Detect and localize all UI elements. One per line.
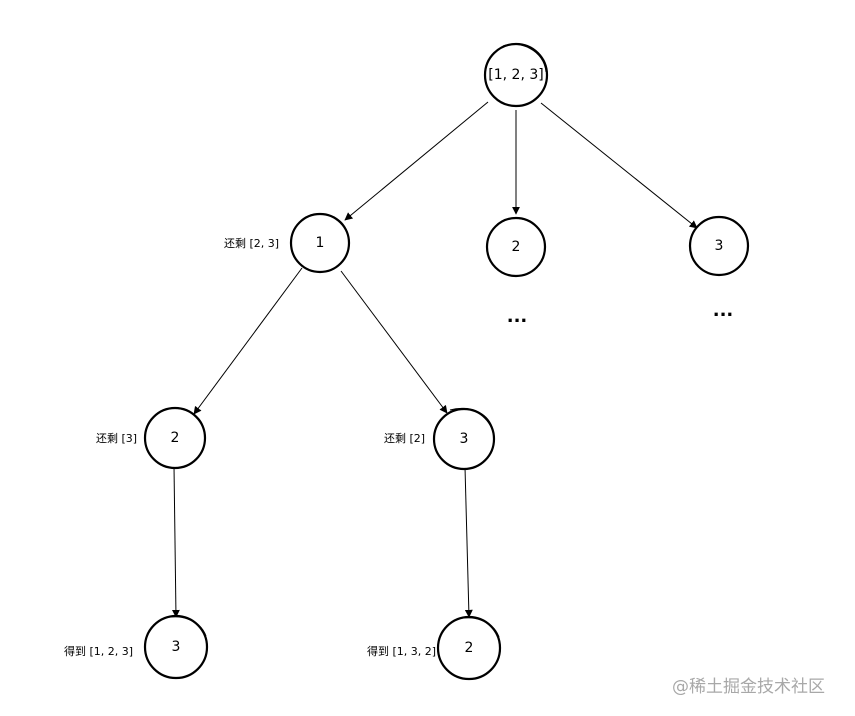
node-circle [432, 407, 496, 471]
node-label: 1 [316, 235, 325, 251]
tree-node-root: [1, 2, 3] [483, 42, 549, 108]
tree-node-level3-first: 3 [143, 614, 209, 680]
tree-node-level2-first: 2 [143, 406, 207, 470]
tree-node-level2-second: 3 [432, 407, 496, 471]
remaining-note-level1: 还剩 [2, 3] [224, 237, 279, 250]
edge-1-to-2 [193, 267, 303, 415]
node-label: 2 [171, 430, 180, 446]
node-sketch-stroke [309, 213, 348, 233]
tree-node-level3-second: 2 [436, 615, 502, 681]
node-sketch-stroke [454, 617, 500, 638]
node-label: [1, 2, 3] [488, 67, 543, 83]
node-label: 2 [512, 239, 521, 255]
node-sketch-stroke [502, 43, 547, 73]
watermark: @稀土掘金技术社区 [672, 677, 825, 697]
remaining-note-level2-second: 还剩 [2] [384, 432, 425, 445]
node-sketch-stroke [706, 216, 747, 236]
edge-root-to-1 [344, 101, 489, 221]
node-label: 3 [715, 238, 724, 254]
node-circle [143, 614, 209, 680]
node-sketch-stroke [162, 407, 204, 427]
edge-2-to-3 [171, 465, 180, 618]
node-sketch-stroke [449, 407, 493, 428]
node-label: 3 [460, 431, 469, 447]
result-note-first: 得到 [1, 2, 3] [64, 645, 133, 658]
edge-3-to-2 [464, 466, 473, 618]
edge-root-to-3 [540, 102, 698, 229]
ellipsis-under-node-3: ... [713, 300, 734, 321]
node-circle [436, 615, 502, 681]
result-note-second: 得到 [1, 3, 2] [367, 645, 436, 658]
tree-node-level1-third: 3 [688, 215, 750, 277]
node-sketch-stroke [161, 616, 207, 637]
remaining-note-level2-first: 还剩 [3] [96, 432, 137, 445]
ellipsis-under-node-2: ... [507, 306, 528, 327]
node-sketch-stroke [503, 217, 544, 237]
edge-1-to-3 [340, 270, 448, 414]
node-label: 2 [465, 640, 474, 656]
node-label: 3 [172, 639, 181, 655]
tree-node-level1-first: 1 [289, 212, 351, 274]
tree-node-level1-second: 2 [485, 216, 547, 278]
edges [171, 101, 698, 618]
